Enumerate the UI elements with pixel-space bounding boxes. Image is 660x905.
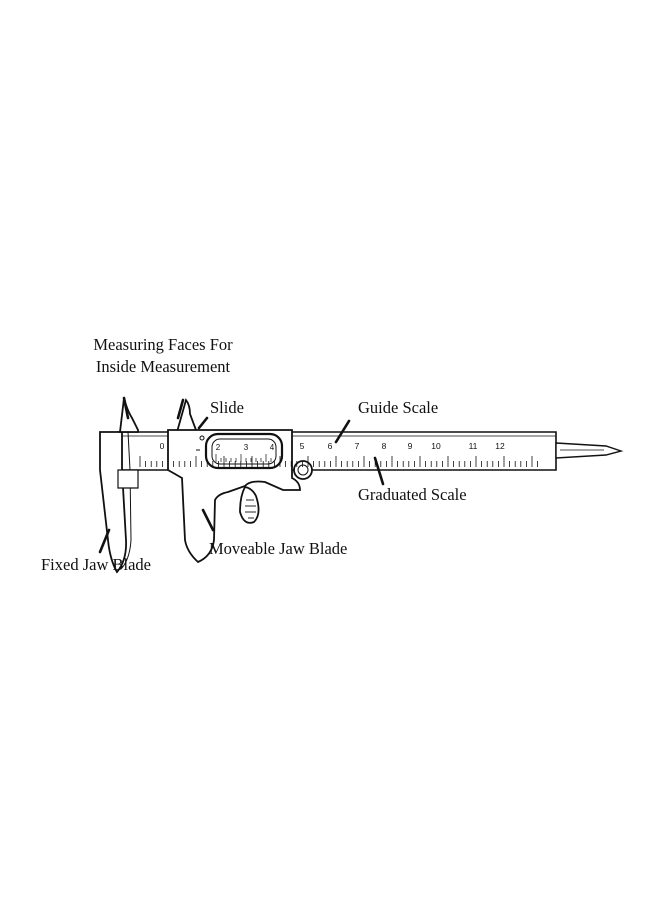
- scale-number: 0: [160, 441, 165, 451]
- depth-rod: [555, 442, 624, 459]
- leader-measuring-faces-left: [122, 396, 130, 420]
- fixed-jaw: [99, 397, 139, 574]
- window-number: 4: [270, 443, 275, 452]
- window-number: 2: [216, 443, 221, 452]
- graduated-scale-ticks: [139, 456, 538, 467]
- scale-number: 12: [495, 441, 505, 451]
- slide-window-numbers: 2 3 4: [216, 443, 275, 452]
- scale-number: 6: [328, 441, 333, 451]
- measuring-faces-label-line2: Inside Measurement: [95, 357, 231, 376]
- slide-window-ticks: [215, 454, 272, 462]
- scale-number: 7: [355, 441, 360, 451]
- leader-lines: [98, 396, 385, 554]
- measuring-faces-label-line1: Measuring Faces For: [93, 335, 233, 354]
- moveable-jaw-blade-label: Moveable Jaw Blade: [209, 539, 348, 558]
- leader-guide-scale: [334, 419, 351, 444]
- scale-number: 8: [382, 441, 387, 451]
- leader-graduated-scale: [373, 456, 385, 486]
- graduated-scale-label: Graduated Scale: [358, 485, 467, 504]
- scale-number: 11: [469, 441, 478, 451]
- leader-fixed-jaw: [98, 528, 111, 554]
- graduated-scale-numbers: 0 5 6 7 8 9 10 11 12: [160, 441, 505, 451]
- scale-number: 5: [300, 441, 305, 451]
- fixed-jaw-blade-label: Fixed Jaw Blade: [41, 555, 151, 574]
- leader-moveable-jaw: [201, 508, 215, 532]
- leader-measuring-faces-right: [176, 398, 185, 420]
- scale-number: 10: [431, 441, 441, 451]
- guide-scale-label: Guide Scale: [358, 398, 439, 417]
- moveable-jaw: [167, 398, 313, 564]
- leader-slide: [197, 416, 209, 430]
- window-number: 3: [244, 443, 249, 452]
- slide-label: Slide: [210, 398, 244, 417]
- scale-number: 9: [408, 441, 413, 451]
